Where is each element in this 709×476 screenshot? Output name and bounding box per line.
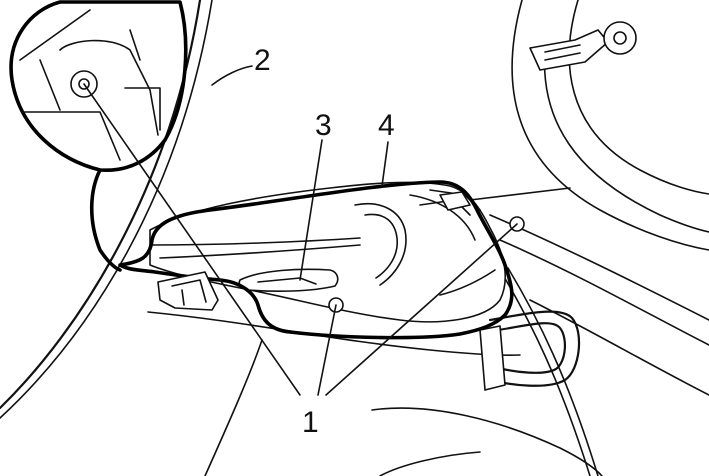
detail-inset	[9, 0, 188, 272]
leader-4	[381, 141, 389, 187]
leader-1b	[317, 304, 337, 396]
highlighted-panel-outline	[118, 180, 514, 340]
lower-clip	[157, 271, 219, 311]
leader-1c	[325, 223, 518, 396]
leader-1a	[83, 83, 301, 396]
callout-4: 4	[378, 109, 395, 142]
callout-1: 1	[302, 406, 319, 439]
hook-bracket-top-right	[529, 21, 637, 71]
leader-3	[299, 139, 323, 281]
body-edge-left	[0, 0, 213, 419]
leader-lines	[83, 65, 518, 396]
callout-3: 3	[315, 109, 332, 142]
callout-2: 2	[254, 44, 271, 77]
leader-2	[211, 65, 253, 86]
opening-curves-right	[469, 0, 709, 396]
latch-loop	[479, 310, 581, 391]
callout-labels: 1 2 3 4	[254, 44, 395, 439]
